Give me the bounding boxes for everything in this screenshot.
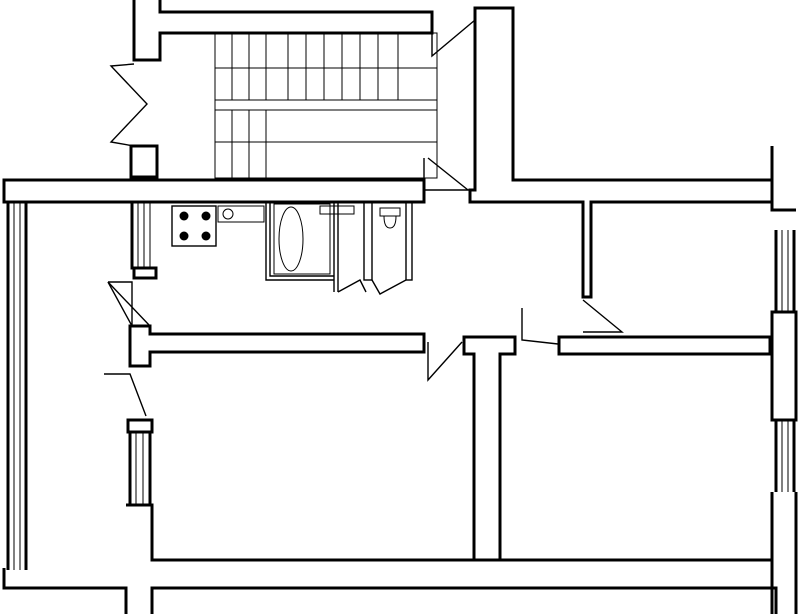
kitchen-sink [217, 205, 265, 223]
left-wall-lower [104, 373, 772, 562]
stair-steps-lower [215, 109, 437, 178]
right-wall [770, 146, 798, 614]
stair-steps-upper [231, 33, 399, 100]
kitchen-stove [171, 205, 217, 247]
stair-door-right [431, 19, 476, 58]
bathtub [273, 203, 355, 275]
stairwell [129, 0, 774, 299]
stair-door-left [109, 63, 148, 147]
toilet [379, 207, 401, 229]
window-right-2 [774, 420, 796, 492]
window-right-1 [774, 230, 796, 312]
main-wall [2, 157, 470, 204]
balcony [6, 202, 28, 570]
kitchen [107, 202, 158, 327]
bottom-wall [2, 568, 778, 614]
toilet-room [363, 201, 413, 295]
staircase [214, 32, 438, 179]
middle-wall [128, 299, 772, 562]
bathroom [265, 202, 367, 293]
